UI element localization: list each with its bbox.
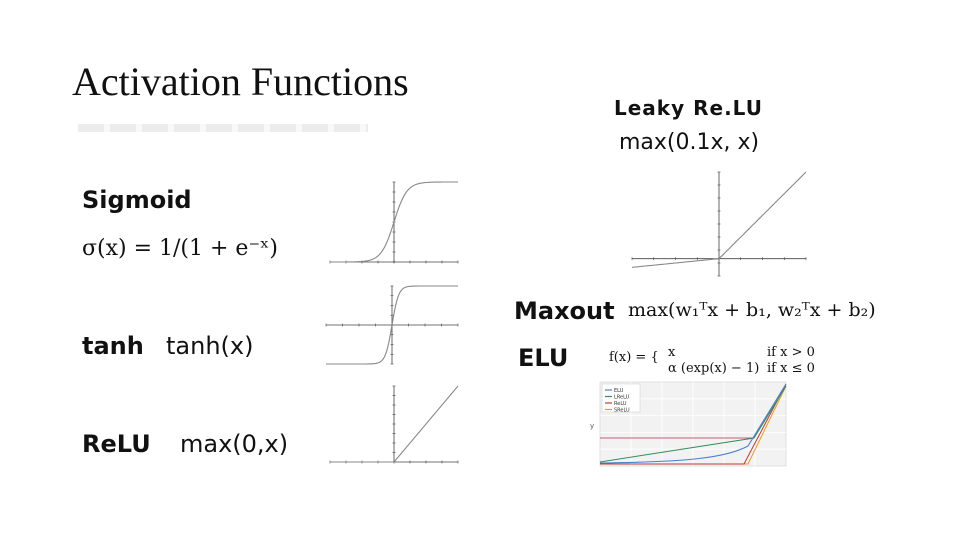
slide-title: Activation Functions [72, 59, 409, 104]
relu-plot [329, 385, 459, 464]
relu-curve [600, 383, 787, 465]
elu-case1-expr: x [668, 345, 676, 360]
lrelu-curve [599, 385, 787, 463]
sigmoid-curve [330, 181, 458, 263]
leaky-relu-formula: max(0.1x, x) [619, 130, 760, 155]
tanh-plot [325, 285, 459, 365]
legend-label-srelu: SReLU [614, 408, 630, 414]
sigmoid-plot [329, 181, 459, 264]
leaky-relu-plot [631, 171, 807, 277]
elu-formula-lhs: f(x) = { [609, 350, 659, 365]
y-axis-label: y [590, 422, 594, 430]
legend-box [601, 383, 641, 413]
elu-case2-expr: α (exp(x) − 1) [668, 361, 760, 376]
elu-label: ELU [518, 344, 569, 372]
maxout-label: Maxout [514, 297, 615, 325]
tanh-label: tanh [82, 332, 144, 360]
relu-formula: max(0,x) [180, 430, 289, 458]
elu-curve [599, 383, 787, 464]
faded-subtitle [78, 124, 368, 132]
sigmoid-label: Sigmoid [82, 186, 192, 214]
legend-label-elu: ELU [614, 388, 624, 394]
tanh-curve [326, 285, 458, 365]
maxout-formula: max(w₁ᵀx + b₁, w₂ᵀx + b₂) [628, 299, 876, 321]
legend-label-lrelu: LReLU [614, 395, 630, 401]
leaky_relu-curve [631, 171, 807, 268]
relu-label: ReLU [82, 430, 151, 458]
sigmoid-formula: σ(x) = 1/(1 + e⁻ˣ) [82, 236, 278, 261]
elu-case1-cond: if x > 0 [767, 345, 815, 360]
relu-curve [330, 385, 459, 463]
tanh-formula: tanh(x) [166, 332, 254, 360]
legend-label-relu: ReLU [614, 401, 627, 407]
elu-case2-cond: if x ≤ 0 [767, 361, 815, 376]
leaky-relu-label: Leaky Re.LU [614, 96, 763, 120]
